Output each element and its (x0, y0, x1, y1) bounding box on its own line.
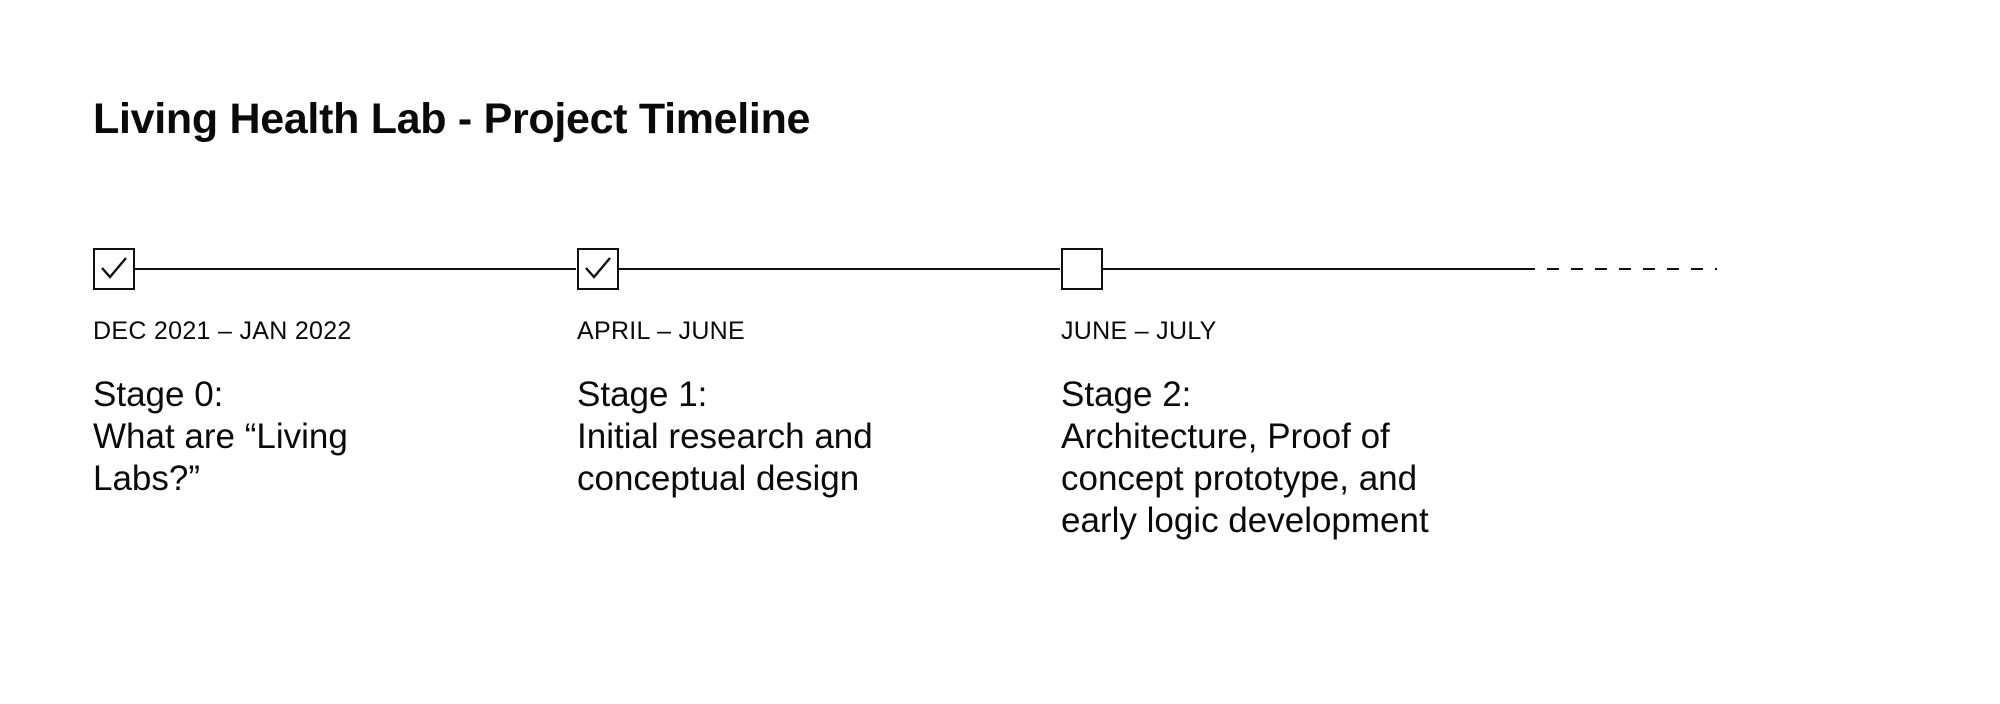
stage-item: JUNE – JULY Stage 2: Architecture, Proof… (1061, 316, 1481, 542)
stage-description: Architecture, Proof of concept prototype… (1061, 417, 1429, 540)
stage-name: Stage 0: (93, 375, 224, 414)
stage-description: What are “Living Labs?” (93, 417, 348, 498)
timeline-connector (619, 268, 1060, 270)
stage-name: Stage 1: (577, 375, 708, 414)
stage-dates: JUNE – JULY (1061, 317, 1217, 345)
page-title: Living Health Lab - Project Timeline (93, 95, 811, 143)
stage-dates: DEC 2021 – JAN 2022 (93, 317, 352, 345)
stage-description: Initial research and conceptual design (577, 417, 873, 498)
timeline-continuation-dashes (1547, 268, 1717, 270)
stage-item: DEC 2021 – JAN 2022 Stage 0: What are “L… (93, 316, 513, 500)
checkmark-icon (101, 257, 127, 279)
stage-name: Stage 2: (1061, 375, 1192, 414)
checkmark-icon (585, 257, 611, 279)
stage-dates: APRIL – JUNE (577, 317, 746, 345)
timeline-connector (135, 268, 576, 270)
stage-2-checkbox[interactable] (1061, 248, 1103, 290)
stage-1-checkbox[interactable] (577, 248, 619, 290)
timeline-connector (1103, 268, 1535, 270)
stage-item: APRIL – JUNE Stage 1: Initial research a… (577, 316, 997, 500)
stage-0-checkbox[interactable] (93, 248, 135, 290)
